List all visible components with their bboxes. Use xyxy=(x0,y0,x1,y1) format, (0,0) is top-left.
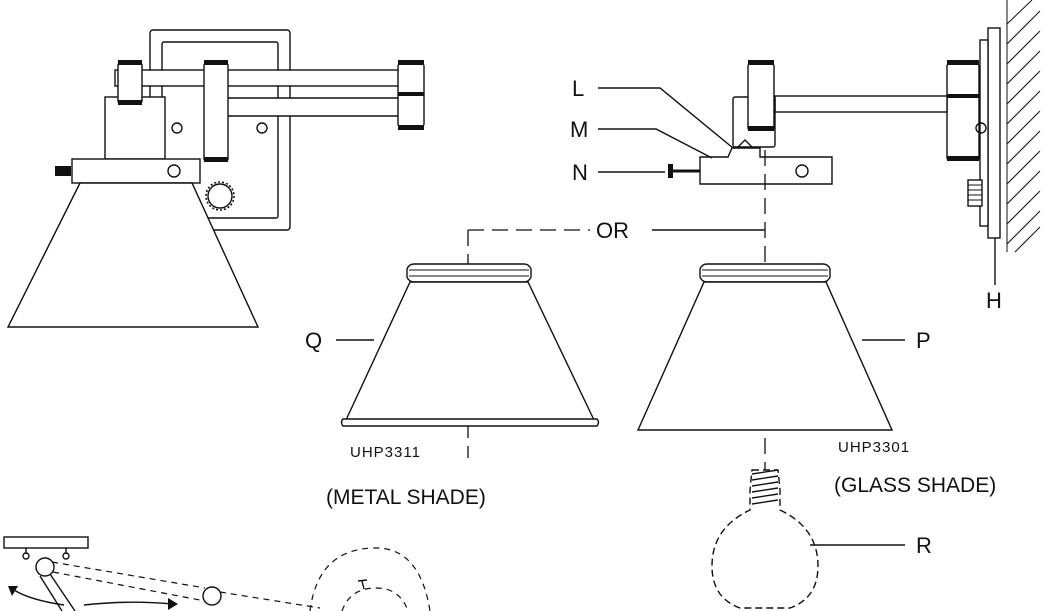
cup-hole xyxy=(167,164,181,178)
wall-knuckle xyxy=(946,60,987,161)
label-n: N xyxy=(572,160,588,185)
metal-shade-caption: (METAL SHADE) xyxy=(326,486,486,509)
lock-tab xyxy=(737,139,753,148)
glass-shade-caption: (GLASS SHADE) xyxy=(834,474,996,497)
swing-range-detail xyxy=(3,536,431,611)
swivel-knuckle-center xyxy=(203,60,229,162)
set-screw xyxy=(55,166,71,176)
exploded-side-view xyxy=(598,0,1041,285)
glass-shade-code: UHP3301 xyxy=(838,439,910,456)
label-m: M xyxy=(570,117,588,142)
metal-shade-code: UHP3311 xyxy=(350,444,421,461)
label-l: L xyxy=(572,76,584,101)
leader-m xyxy=(598,128,713,159)
socket-knuckle xyxy=(732,60,776,148)
assembled-sconce-front-view xyxy=(6,29,425,328)
light-bulb-icon xyxy=(711,469,905,609)
leader-l xyxy=(598,87,734,149)
detail-arm-upper xyxy=(51,561,206,589)
upper-arm-tube xyxy=(114,69,406,87)
detail-backplate xyxy=(3,536,89,549)
label-q: Q xyxy=(305,328,322,353)
detail-elbow-joint xyxy=(202,586,222,606)
detail-arc-arrow-left xyxy=(13,589,65,606)
holder-cup-side xyxy=(699,147,833,185)
glass-shade-drawing xyxy=(636,263,905,431)
detail-arc-arrow-right xyxy=(83,601,173,606)
detail-forearm xyxy=(219,591,321,609)
glass-shade-rim xyxy=(699,263,831,283)
metal-shade-drawing xyxy=(336,263,600,427)
detail-pivot-joint xyxy=(35,557,55,577)
swivel-knuckle-left xyxy=(117,60,143,105)
socket-housing xyxy=(104,96,166,160)
metal-shade-bottom-band xyxy=(340,418,600,427)
lower-arm-tube xyxy=(204,97,406,117)
label-r: R xyxy=(916,533,932,558)
mounted-shade xyxy=(6,182,260,328)
detail-arm-lower xyxy=(52,571,206,602)
shade-holder-cup xyxy=(71,158,201,184)
metal-shade-rim xyxy=(406,263,532,283)
label-h: H xyxy=(986,288,1002,313)
side-arm-tube xyxy=(774,95,948,113)
glass-shade-body xyxy=(636,281,894,431)
mounting-hole-left xyxy=(171,122,183,134)
label-p: P xyxy=(916,328,931,353)
wall-hatching xyxy=(1006,0,1041,253)
dimmer-knob-side xyxy=(967,179,983,207)
detail-pin xyxy=(361,580,365,590)
detail-swing-circle xyxy=(309,547,431,611)
metal-shade-body xyxy=(344,281,596,421)
label-or: OR xyxy=(596,218,629,243)
detail-arm-swing xyxy=(39,575,63,611)
side-cup-hole xyxy=(795,164,809,178)
dimmer-knob-icon xyxy=(205,181,235,211)
screw-head xyxy=(668,164,673,178)
swivel-knuckle-right xyxy=(397,60,425,130)
backplate-side xyxy=(987,27,1001,239)
mounting-hole-right xyxy=(256,122,268,134)
